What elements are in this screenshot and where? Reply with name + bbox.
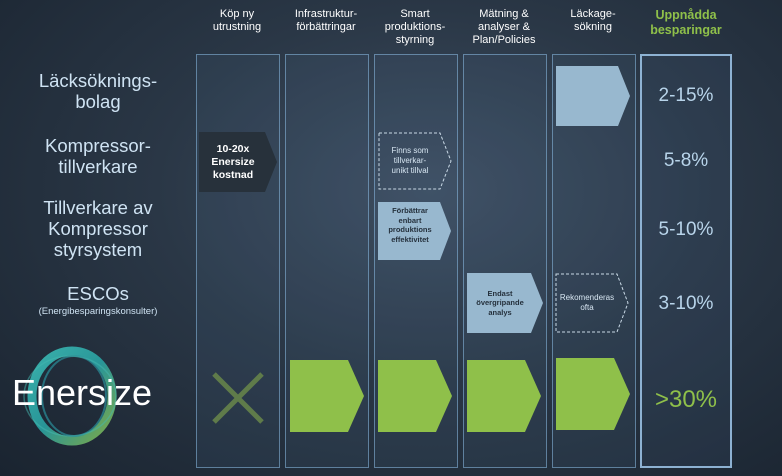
row-label-leak-companies: Läcksöknings- bolag bbox=[38, 70, 158, 112]
efficiency-text: Förbättrar enbart produktions effektivit… bbox=[388, 206, 432, 244]
row-sublabel-escos: (Energibesparingskonsulter) bbox=[38, 306, 158, 317]
saving-control-system-makers: 5-10% bbox=[658, 219, 714, 240]
leak-detection-box bbox=[556, 66, 632, 126]
saving-leak-companies: 2-15% bbox=[658, 85, 714, 106]
enersize-logo bbox=[8, 346, 188, 446]
lane-savings bbox=[640, 54, 732, 468]
unique-option-box: Finns som tillverkar- unikt tillval bbox=[378, 132, 454, 190]
enersize-logo-text: Enersize bbox=[12, 372, 153, 413]
efficiency-box: Förbättrar enbart produktions effektivit… bbox=[378, 202, 454, 260]
column-header-measurement: Mätning & analyser & Plan/Policies bbox=[472, 8, 536, 46]
overview-box: Endast övergripande analys bbox=[467, 273, 545, 333]
column-header-smart-production: Smart produktions- styrning bbox=[384, 8, 446, 46]
unique-option-text: Finns som tillverkar- unikt tillval bbox=[391, 146, 429, 175]
row-label-control-system-makers: Tillverkare av Kompressor styrsystem bbox=[43, 197, 153, 260]
row-label-compressor-makers: Kompressor- tillverkare bbox=[45, 135, 151, 177]
recommended-text: Rekomenderas ofta bbox=[559, 293, 615, 312]
saving-escos: 3-10% bbox=[658, 293, 714, 314]
enersize-smart-production-box bbox=[378, 360, 454, 432]
column-header-savings: Uppnådda besparingar bbox=[650, 8, 722, 37]
enersize-infrastructure-box bbox=[290, 360, 366, 432]
saving-compressor-makers: 5-8% bbox=[663, 150, 709, 171]
overview-text: Endast övergripande analys bbox=[476, 288, 524, 317]
cost-box: 10-20x Enersize kostnad bbox=[199, 132, 279, 192]
enersize-leak-detection-box bbox=[556, 358, 632, 430]
x-cross-icon bbox=[208, 370, 268, 426]
enersize-measurement-box bbox=[467, 360, 543, 432]
column-header-infrastructure: Infrastruktur- förbättringar bbox=[294, 8, 358, 33]
saving-enersize: >30% bbox=[654, 386, 718, 413]
row-label-escos: ESCOs bbox=[67, 283, 129, 304]
column-header-leak-detection: Läckage- sökning bbox=[570, 8, 616, 33]
cost-box-text: 10-20x Enersize kostnad bbox=[211, 142, 255, 181]
recommended-box: Rekomenderas ofta bbox=[555, 273, 631, 333]
column-header-buy-equipment: Köp ny utrustning bbox=[212, 8, 262, 33]
